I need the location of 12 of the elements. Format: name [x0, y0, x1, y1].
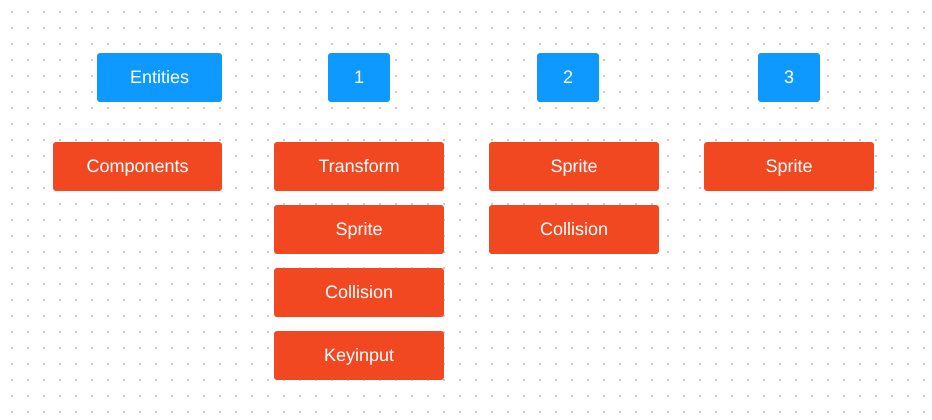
component-box: Transform — [274, 142, 444, 191]
component-box: Keyinput — [274, 331, 444, 380]
component-box: Sprite — [274, 205, 444, 254]
entity-box: 3 — [758, 53, 820, 102]
entity-box: Entities — [97, 53, 222, 102]
component-box: Collision — [489, 205, 659, 254]
component-box: Sprite — [489, 142, 659, 191]
component-box: Collision — [274, 268, 444, 317]
entity-box: 1 — [328, 53, 390, 102]
component-box: Sprite — [704, 142, 874, 191]
entity-box: 2 — [537, 53, 599, 102]
component-box: Components — [53, 142, 222, 191]
